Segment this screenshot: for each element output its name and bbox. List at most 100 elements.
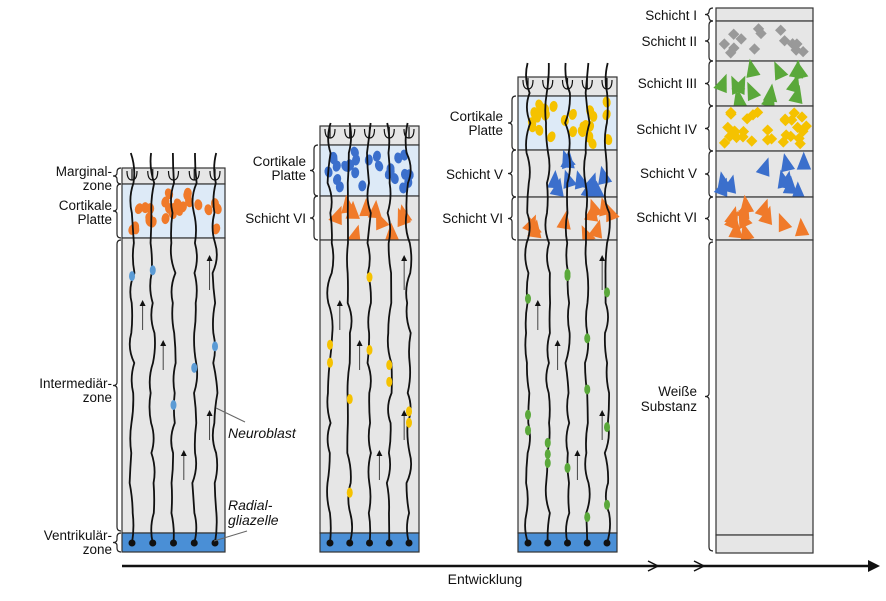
label-layer5: Schicht V [640, 166, 697, 181]
layer5-neuron [722, 174, 737, 194]
neuroblast [544, 449, 551, 460]
cortical-neuron [386, 166, 395, 178]
layer4-neuron [718, 137, 731, 149]
migration-arrow-head [356, 340, 363, 346]
layer6-neuron [346, 224, 361, 244]
neuroblast [170, 399, 177, 410]
cortical-neuron [535, 99, 544, 111]
brace [704, 105, 714, 152]
label-col2-cortical-plate-2: Platte [271, 168, 306, 183]
end-foot-icon [147, 169, 159, 181]
radial-glia-fiber [191, 152, 199, 544]
brace [112, 167, 122, 185]
neuroblast [584, 333, 591, 344]
cortical-neuron [535, 124, 544, 136]
layer3-neuron [762, 83, 778, 103]
layer6-neuron [384, 222, 400, 241]
layer5-neuron [713, 177, 728, 198]
radial-glia-soma [544, 539, 552, 547]
neuroblast [406, 417, 412, 428]
migration-arrow-head [336, 300, 343, 306]
cortical-neuron [602, 96, 611, 108]
label-layer2: Schicht II [641, 34, 697, 49]
cortical-neuron [547, 131, 556, 143]
end-foot-icon [542, 78, 554, 90]
layer4-neuron [746, 135, 758, 147]
radial-glia-soma [564, 539, 571, 547]
neuroblast [191, 362, 198, 373]
migration-arrow-head [534, 300, 541, 306]
migration-arrow-head [160, 340, 167, 346]
radial-glia-fiber [385, 122, 393, 544]
brace [704, 150, 714, 198]
brace [507, 149, 517, 198]
layer6-neuron [724, 210, 738, 231]
layer5-neuron [796, 151, 812, 170]
layer6-neuron [754, 198, 769, 219]
label-cortical-plate: Cortikale [59, 198, 112, 213]
layer3-neuron [788, 59, 804, 79]
end-foot-icon [561, 78, 574, 90]
layer4-neuron [793, 132, 805, 145]
migration-arrow-head [180, 450, 187, 456]
label-white-matter: Weiße [658, 384, 697, 399]
cortical-neuron [358, 180, 367, 192]
radial-glia-soma [366, 539, 373, 547]
layer6-neuron [794, 217, 810, 237]
layer6-neuron [739, 194, 755, 214]
radial-glia-pointer [213, 530, 248, 542]
radial-glia-fiber [148, 152, 156, 544]
label-ventricular-zone-2: zone [83, 542, 112, 557]
radial-glia-fiber [326, 122, 335, 544]
cortical-neuron [351, 167, 360, 179]
cortical-neuron [604, 134, 613, 145]
label-col2-cortical-plate: Cortikale [253, 154, 306, 169]
radial-glia-fiber [603, 62, 611, 544]
migration-arrow-head [206, 410, 213, 416]
layer4-neuron [729, 126, 741, 138]
neuroblast [525, 425, 531, 436]
cortical-neuron [178, 201, 187, 213]
cortical-neuron [183, 190, 192, 202]
label-layer1: Schicht I [645, 8, 697, 23]
neuroblast [366, 272, 373, 283]
label-col3-layer6: Schicht VI [442, 211, 503, 226]
migration-arrow-head [599, 410, 606, 416]
brace [112, 183, 122, 239]
brace [704, 20, 714, 62]
layer3-neuron [713, 73, 727, 94]
label-radial-glia-2: gliazelle [228, 512, 279, 528]
radial-glia-soma [524, 539, 532, 547]
end-foot-icon [363, 127, 376, 139]
layer5-neuron [598, 165, 613, 185]
migration-arrow-head [554, 340, 561, 346]
layer5-neuron [791, 181, 806, 200]
neuroblast [366, 344, 373, 355]
layer6-neuron [778, 212, 793, 233]
label-col3-cortical-plate-2: Platte [468, 123, 503, 138]
layer6-neuron [345, 200, 360, 219]
radial-glia-soma [149, 539, 157, 547]
brace [112, 532, 122, 553]
radial-glia-soma [385, 539, 393, 547]
migration-arrow-head [139, 300, 146, 306]
cortical-neuron [568, 108, 577, 120]
end-foot-icon [209, 169, 221, 181]
brace [704, 196, 714, 241]
radial-glia-soma [603, 539, 611, 547]
neuroblast [386, 376, 393, 387]
neuroblast [525, 293, 531, 304]
label-intermediate-zone: Intermediär- [39, 376, 112, 391]
cortical-neuron [394, 152, 403, 164]
radial-glia-soma [211, 539, 219, 547]
migration-arrow-head [599, 255, 606, 261]
layer6-neuron [527, 219, 542, 239]
end-foot-icon [167, 169, 180, 181]
neuroblast [346, 394, 353, 405]
neuroblast [406, 406, 412, 417]
brace [309, 144, 319, 197]
layer6-neuron [589, 198, 604, 219]
cortical-neuron [534, 108, 543, 120]
neuroblast [212, 341, 218, 352]
